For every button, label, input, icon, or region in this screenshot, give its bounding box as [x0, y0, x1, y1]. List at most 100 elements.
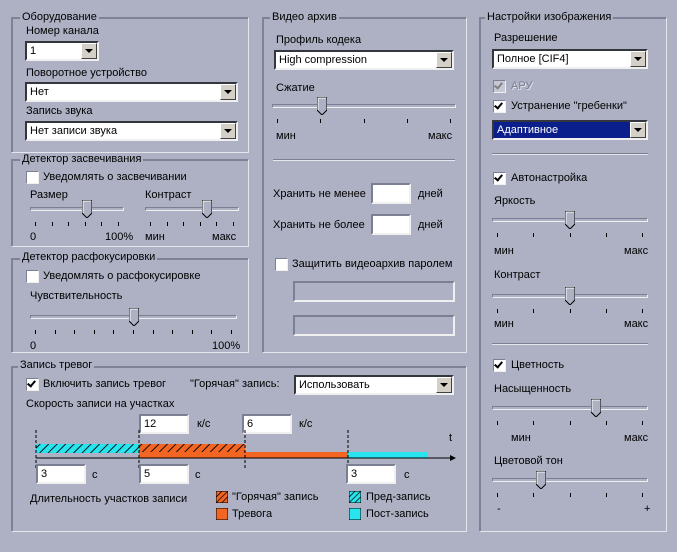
overexposure-notify-checkbox[interactable] — [26, 171, 39, 184]
slider-tick — [172, 330, 174, 334]
autotune-checkbox[interactable] — [493, 172, 506, 185]
defocus-notify-checkbox[interactable] — [26, 270, 39, 283]
image-separator-2 — [492, 343, 648, 345]
alarm-enable-label: Включить запись тревог — [43, 378, 167, 390]
compression-min: мин — [276, 130, 296, 142]
speed-alarm-input[interactable]: 6 — [242, 414, 292, 434]
legend-pre-label: Пред-запись — [366, 491, 431, 503]
slider-tick — [569, 309, 571, 313]
check-icon — [494, 80, 503, 90]
chevron-down-icon[interactable] — [81, 43, 97, 59]
archive-title: Видео архив — [270, 11, 339, 24]
slider-tick — [113, 330, 115, 334]
slider-tick — [84, 222, 86, 226]
image-contrast-label: Контраст — [494, 269, 541, 281]
speed-hot-input[interactable]: 12 — [139, 414, 189, 434]
defocus-notify-label: Уведомлять о расфокусировке — [43, 270, 201, 282]
timeline-hot-hatch — [139, 444, 245, 453]
resolution-select[interactable]: Полное [CIF4] — [492, 49, 648, 69]
chevron-down-icon[interactable] — [220, 84, 236, 100]
duration-post-unit: с — [404, 469, 410, 481]
color-label: Цветность — [511, 359, 565, 371]
slider-tick — [605, 493, 607, 497]
slider-tick — [51, 222, 53, 226]
overexposure-contrast-track — [145, 207, 239, 211]
overexposure-contrast-slider[interactable] — [201, 199, 213, 219]
slider-tick — [320, 119, 322, 123]
slider-tick — [74, 330, 76, 334]
ptz-label: Поворотное устройство — [26, 67, 147, 79]
autotune-label: Автонастройка — [511, 172, 588, 184]
slider-tick — [569, 233, 571, 237]
keep-max-input[interactable] — [371, 214, 411, 235]
slider-tick — [233, 222, 234, 226]
chevron-down-icon[interactable] — [630, 122, 646, 138]
saturation-max: макс — [624, 432, 649, 444]
compression-slider[interactable] — [316, 96, 328, 116]
deinterlace-mode-value: Адаптивное — [497, 124, 559, 136]
chevron-down-icon[interactable] — [220, 123, 236, 139]
archive-separator — [273, 159, 455, 161]
slider-tick — [497, 233, 498, 237]
resolution-value: Полное [CIF4] — [497, 53, 569, 65]
legend-alarm-swatch — [216, 508, 228, 520]
alarm-title: Запись тревог — [18, 359, 95, 372]
duration-pre-input[interactable]: 3 — [36, 464, 86, 484]
compression-label: Сжатие — [276, 82, 315, 94]
defocus-min: 0 — [30, 340, 37, 352]
ptz-select[interactable]: Нет — [25, 82, 238, 102]
speed-hot-value: 12 — [144, 418, 157, 430]
hue-slider[interactable] — [535, 470, 547, 490]
duration-post-input[interactable]: 3 — [346, 464, 396, 484]
equipment-title: Оборудование — [20, 11, 99, 24]
slider-tick — [277, 119, 278, 123]
chevron-down-icon[interactable] — [436, 52, 452, 68]
chevron-down-icon[interactable] — [630, 51, 646, 67]
duration-alarm-input[interactable]: 5 — [139, 464, 189, 484]
agc-checkbox[interactable] — [493, 80, 506, 93]
channel-select[interactable]: 1 — [25, 41, 99, 61]
defocus-sensitivity-slider[interactable] — [128, 307, 139, 327]
saturation-slider[interactable] — [590, 398, 602, 418]
legend-post-swatch — [349, 508, 361, 520]
overexposure-title: Детектор засвечивания — [20, 153, 144, 166]
slider-tick — [642, 309, 643, 313]
chevron-down-icon[interactable] — [436, 377, 452, 393]
defocus-sensitivity-label: Чувствительность — [30, 290, 123, 302]
defocus-max: 100% — [212, 340, 241, 352]
hot-record-select[interactable]: Использовать — [294, 375, 454, 395]
codec-profile-select[interactable]: High compression — [274, 50, 454, 70]
deinterlace-checkbox[interactable] — [493, 100, 506, 113]
codec-profile-value: High compression — [279, 54, 368, 66]
deinterlace-label: Устранение "гребенки" — [511, 100, 627, 112]
password-input[interactable] — [293, 281, 455, 302]
slider-tick — [199, 222, 201, 226]
slider-tick — [642, 493, 643, 497]
slider-tick — [152, 330, 154, 334]
ptz-value: Нет — [30, 86, 49, 98]
keep-min-input[interactable] — [371, 183, 411, 204]
image-contrast-slider[interactable] — [564, 286, 576, 306]
overexposure-size-slider[interactable] — [81, 199, 93, 219]
color-checkbox[interactable] — [493, 359, 506, 372]
slider-tick — [35, 222, 36, 226]
slider-tick — [569, 421, 571, 425]
overexposure-contrast-max: макс — [212, 231, 237, 243]
slider-tick — [35, 330, 36, 334]
legend-hot-label: "Горячая" запись — [232, 491, 319, 503]
alarm-enable-checkbox[interactable] — [26, 378, 39, 391]
slider-tick — [93, 330, 95, 334]
slider-tick — [497, 493, 498, 497]
slider-tick — [450, 119, 451, 123]
brightness-slider[interactable] — [564, 210, 576, 230]
keep-min-label: Хранить не менее — [273, 188, 366, 200]
password-confirm-input[interactable] — [293, 315, 455, 336]
image-separator-1 — [492, 153, 648, 155]
deinterlace-mode-select[interactable]: Адаптивное — [492, 120, 648, 140]
brightness-max: макс — [624, 245, 649, 257]
overexposure-notify-label: Уведомлять о засвечивании — [43, 171, 187, 183]
timeline-pre-hatch-overlay — [36, 444, 139, 453]
defocus-title: Детектор расфокусировки — [20, 251, 158, 264]
protect-archive-checkbox[interactable] — [275, 258, 288, 271]
audio-select[interactable]: Нет записи звука — [25, 121, 238, 141]
